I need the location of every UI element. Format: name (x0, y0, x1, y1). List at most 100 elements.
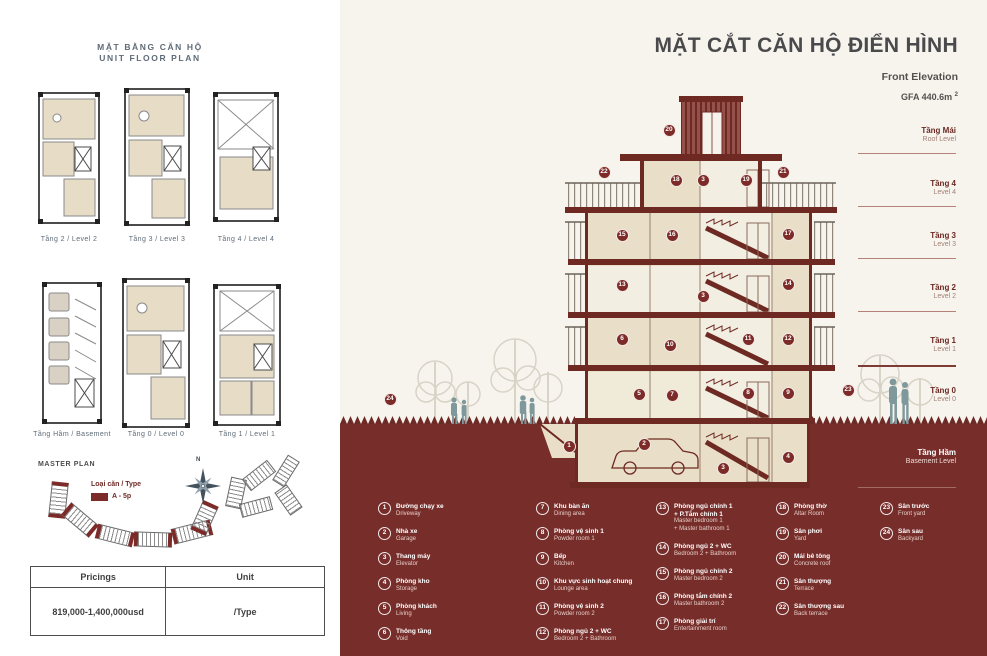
site-block-type-a (61, 502, 99, 538)
level-line (858, 487, 956, 488)
floor-plan-label: Tầng 3 / Level 3 (128, 236, 186, 243)
floor-plan-thumbnail-3 (213, 92, 279, 227)
legend-number-badge: 15 (656, 567, 669, 580)
unit-header: Unit (165, 566, 325, 588)
room-marker-16: 16 (665, 228, 679, 242)
site-block-type-a (133, 531, 173, 548)
master-plan-legend-value: A - 5p (112, 493, 132, 500)
left-panel-title-vi: MẶT BẰNG CĂN HỘ (97, 42, 203, 52)
site-block (272, 454, 300, 488)
site-block (238, 496, 274, 518)
trees-left (415, 338, 563, 424)
room-marker-15: 15 (615, 228, 629, 242)
master-plan-title: MASTER PLAN (38, 461, 96, 468)
room-marker-3: 3 (696, 173, 710, 187)
site-block (241, 459, 277, 492)
floor-plan-thumbnail-5 (122, 278, 190, 433)
legend-number-badge: 22 (776, 602, 789, 615)
level-line (858, 365, 956, 367)
room-marker-20: 20 (662, 123, 676, 137)
room-marker-3: 3 (696, 289, 710, 303)
car-icon (611, 438, 699, 475)
level-line (858, 258, 956, 259)
compass-north-label: N (196, 457, 201, 463)
pricing-header: Pricings (29, 566, 167, 588)
pricing-value: 819,000-1,400,000usd (29, 587, 167, 636)
legend-number-badge: 14 (656, 542, 669, 555)
legend-number-badge: 11 (536, 602, 549, 615)
legend-number-badge: 17 (656, 617, 669, 630)
legend-number-badge: 5 (378, 602, 391, 615)
room-marker-24: 24 (383, 392, 397, 406)
compass-rose-icon (185, 468, 221, 504)
floor-plan-label: Tầng Hầm / Basement (33, 431, 111, 438)
building-section-drawing (340, 96, 987, 488)
fence-right (810, 416, 987, 424)
floor-plan-thumbnail-1 (38, 92, 100, 229)
floor-plan-thumbnail-6 (213, 284, 281, 431)
legend-number-badge: 24 (880, 527, 893, 540)
elevation-title-vi: MẶT CẮT CĂN HỘ ĐIỂN HÌNH (654, 34, 958, 57)
legend-number-badge: 4 (378, 577, 391, 590)
legend-number-badge: 13 (656, 502, 669, 515)
type-a-color-swatch (91, 493, 108, 501)
room-marker-9: 9 (781, 386, 795, 400)
room-marker-21: 21 (776, 165, 790, 179)
room-marker-3: 3 (716, 461, 730, 475)
legend-number-badge: 6 (378, 627, 391, 640)
legend-number-badge: 2 (378, 527, 391, 540)
floor-slabs (565, 154, 837, 488)
room-marker-18: 18 (669, 173, 683, 187)
legend-number-badge: 10 (536, 577, 549, 590)
room-marker-23: 23 (841, 383, 855, 397)
legend-number-badge: 12 (536, 627, 549, 640)
room-marker-4: 4 (781, 450, 795, 464)
legend-number-badge: 21 (776, 577, 789, 590)
elevation-title-en: Front Elevation (881, 71, 958, 83)
floor-plan-thumbnail-4 (42, 282, 102, 429)
